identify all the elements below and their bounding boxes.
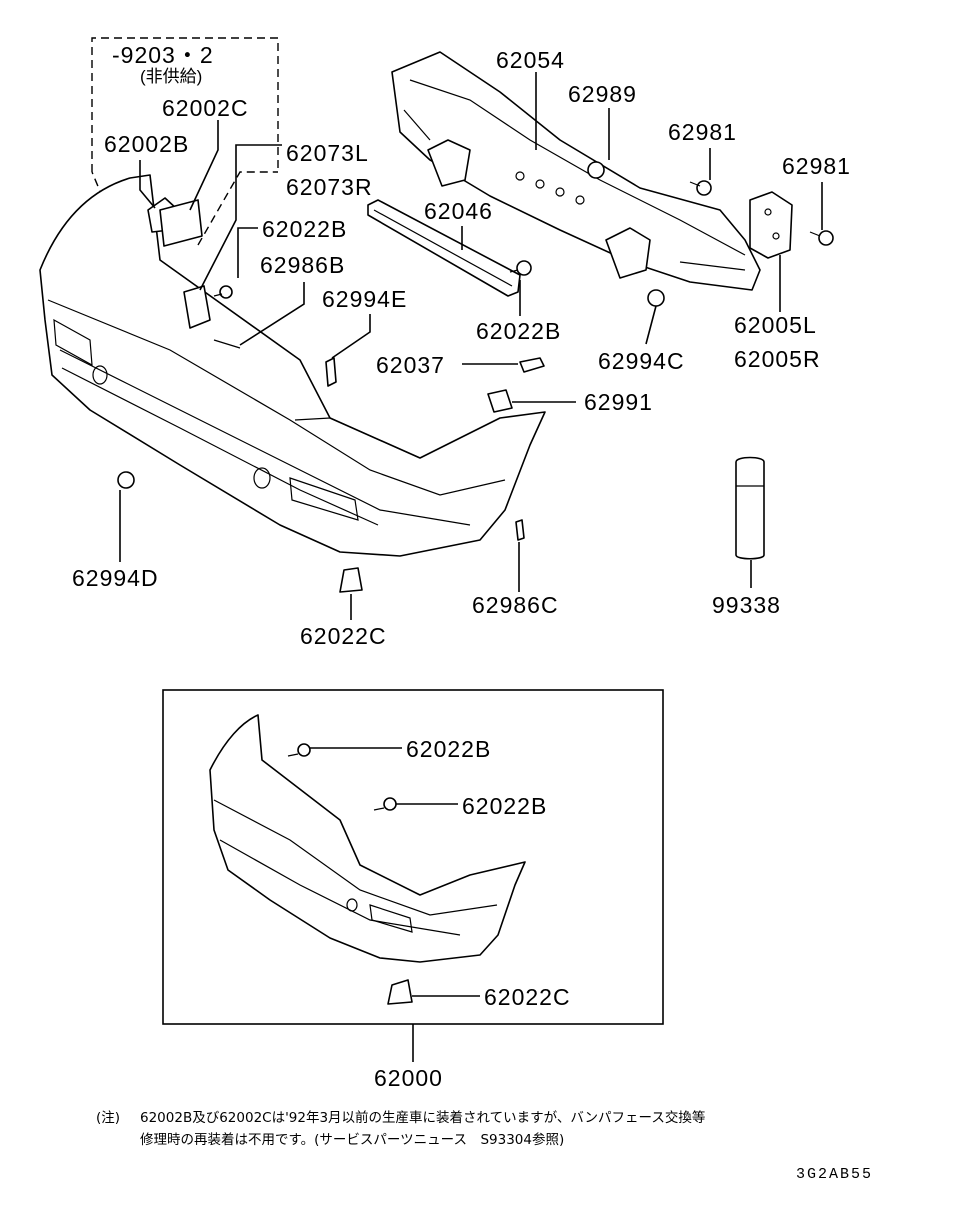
part-label-62022B-box-upper[interactable]: 62022B xyxy=(406,736,492,762)
part-label-62981-left[interactable]: 62981 xyxy=(668,119,737,145)
footnote-line-1: 62002B及び62002Cは'92年3月以前の生産車に装着されていますが、バン… xyxy=(140,1110,706,1126)
part-label-62022C-upper[interactable]: 62022C xyxy=(300,623,387,649)
part-label-62073R[interactable]: 62073R xyxy=(286,174,373,200)
bumper-end-bracket xyxy=(749,191,793,259)
part-label-62022B-middle[interactable]: 62022B xyxy=(476,318,562,344)
part-label-62046[interactable]: 62046 xyxy=(424,198,493,224)
part-label-62022C-box[interactable]: 62022C xyxy=(484,984,571,1010)
part-label-62005L[interactable]: 62005L xyxy=(734,312,817,338)
part-label-62002B[interactable]: 62002B xyxy=(104,131,190,157)
part-label-62994E[interactable]: 62994E xyxy=(322,286,408,312)
bumper-reinforcement-beam xyxy=(391,51,761,291)
footnote-line-2: 修理時の再装着は不用です。(サービスパーツニュース S93304参照) xyxy=(140,1132,565,1148)
part-label-62986B[interactable]: 62986B xyxy=(260,252,346,278)
part-label-62994C[interactable]: 62994C xyxy=(598,348,685,374)
footnote-marker: (注) xyxy=(96,1110,121,1126)
bracket-note-date: -9203・2 xyxy=(112,42,214,68)
part-label-62022B-box-lower[interactable]: 62022B xyxy=(462,793,548,819)
part-label-62037[interactable]: 62037 xyxy=(376,352,445,378)
part-label-62991[interactable]: 62991 xyxy=(584,389,653,415)
leader-lines xyxy=(119,72,823,1062)
part-label-62989[interactable]: 62989 xyxy=(568,81,637,107)
bumper-face-assembly xyxy=(209,714,526,963)
bumper-face-upper xyxy=(39,174,546,557)
bumper-upper-strip xyxy=(367,199,521,297)
diagram-code: 3G2AB55 xyxy=(796,1166,874,1183)
part-label-62986C[interactable]: 62986C xyxy=(472,592,559,618)
part-label-62022B-upper[interactable]: 62022B xyxy=(262,216,348,242)
part-label-62002C[interactable]: 62002C xyxy=(162,95,249,121)
part-label-62073L[interactable]: 62073L xyxy=(286,140,369,166)
part-label-62005R[interactable]: 62005R xyxy=(734,346,821,372)
part-label-62054[interactable]: 62054 xyxy=(496,47,565,73)
part-label-99338[interactable]: 99338 xyxy=(712,592,781,618)
bracket-note-status: (非供給) xyxy=(140,67,203,86)
part-label-62994D[interactable]: 62994D xyxy=(72,565,159,591)
part-label-62981-right[interactable]: 62981 xyxy=(782,153,851,179)
part-label-62000[interactable]: 62000 xyxy=(374,1065,443,1091)
fastener-icons xyxy=(117,161,834,1005)
